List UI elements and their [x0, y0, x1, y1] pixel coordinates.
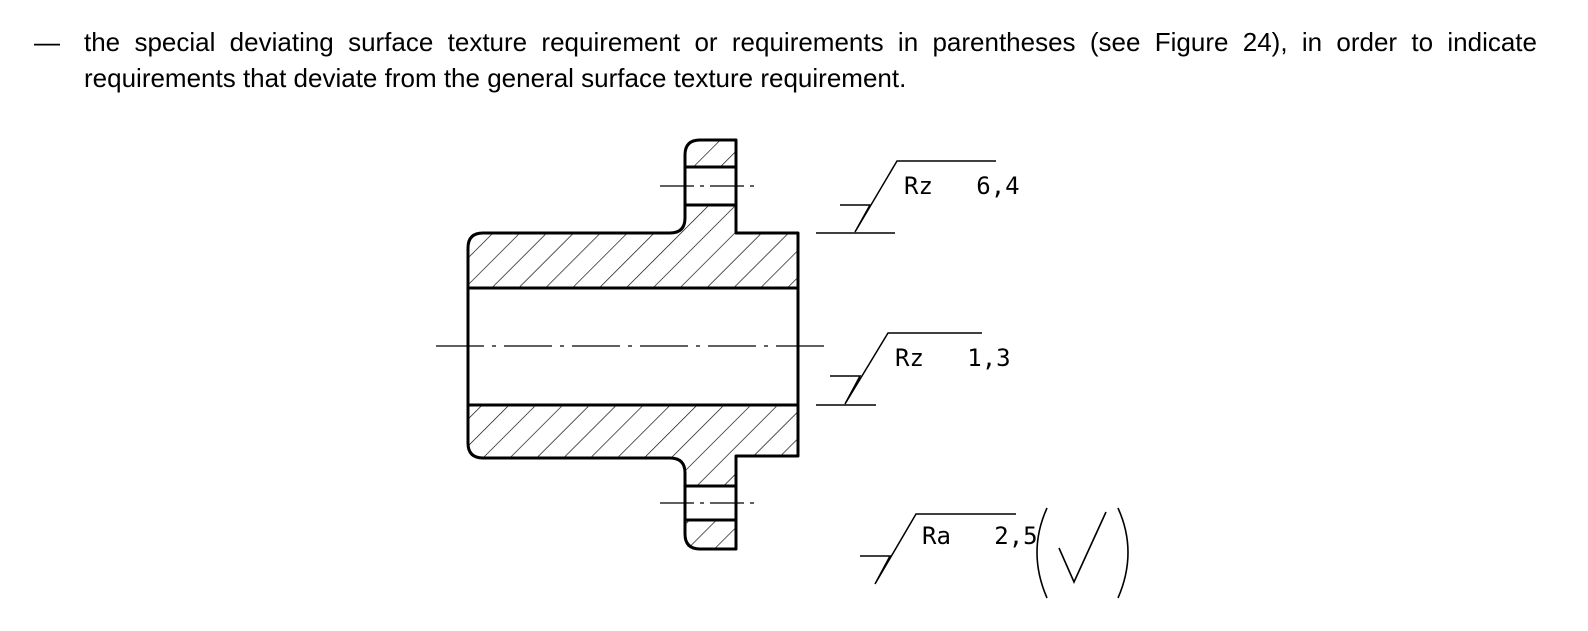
surface-symbol-2 [816, 332, 982, 406]
part-section [466, 138, 800, 551]
surface-symbol-general-label: Ra 2,5 [922, 522, 1038, 550]
bullet-dash: — [34, 27, 60, 57]
surface-symbol-1 [816, 160, 996, 234]
paragraph-text: the special deviating surface texture re… [84, 27, 1537, 93]
center-lines [436, 185, 826, 504]
basic-symbol-in-parentheses [1036, 507, 1129, 599]
surface-symbol-general [860, 513, 1016, 585]
part-outline-details [466, 167, 800, 520]
bullet-list-item: — the special deviating surface texture … [0, 24, 1588, 104]
surface-symbol-1-label: Rz 6,4 [904, 172, 1020, 200]
surface-symbol-2-label: Rz 1,3 [895, 344, 1011, 372]
